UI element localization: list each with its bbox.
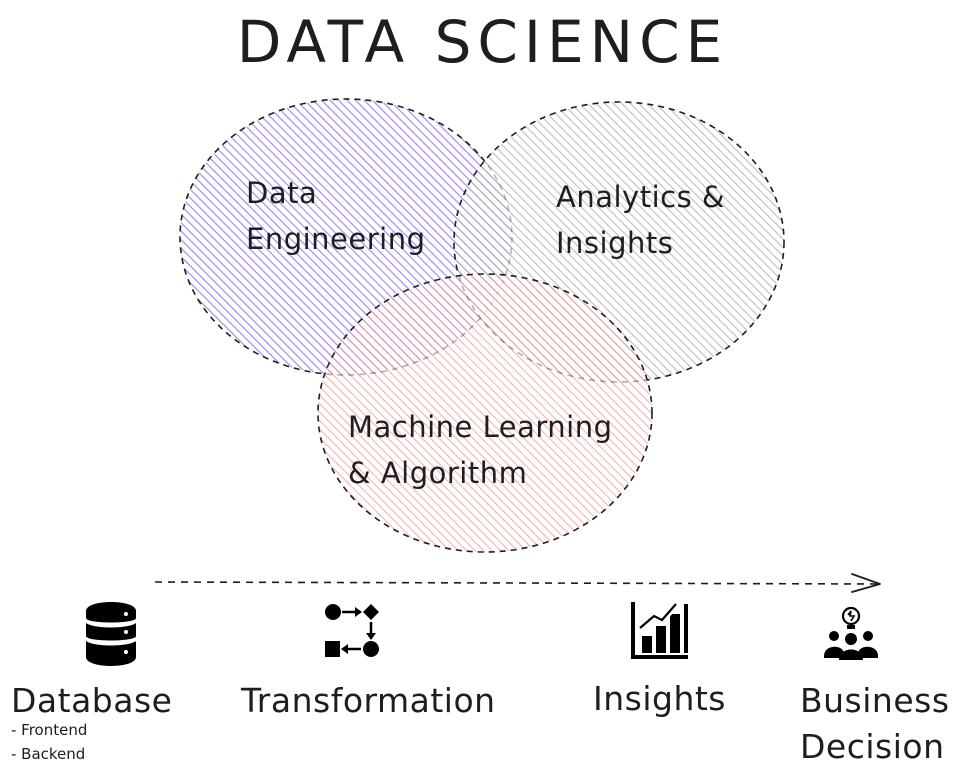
venn-diagram <box>179 98 785 553</box>
step-label-insights: Insights <box>593 679 727 718</box>
step-label-transformation: Transformation <box>241 681 496 720</box>
step-label-line: Business <box>800 681 950 720</box>
pipeline-arrow <box>154 573 881 593</box>
venn-label-analytics-insights: Analytics & Insights <box>556 174 725 266</box>
venn-label-line: Insights <box>556 226 674 260</box>
team-idea-icon <box>824 606 878 660</box>
step-label-database: Database <box>11 681 173 720</box>
venn-label-line: Data <box>246 176 318 210</box>
venn-label-line: Machine Learning <box>348 410 613 444</box>
database-icon <box>86 602 136 666</box>
step-label-business-decision: Business Decision <box>800 678 950 770</box>
venn-label-ml-algorithm: Machine Learning & Algorithm <box>348 404 613 496</box>
venn-label-line: & Algorithm <box>348 456 528 490</box>
venn-label-data-engineering: Data Engineering <box>246 170 426 262</box>
circle-ml-algorithm <box>317 273 653 553</box>
workflow-icon <box>325 604 379 657</box>
page-title: DATA SCIENCE <box>236 8 729 76</box>
venn-label-line: Engineering <box>246 222 426 256</box>
step-note-backend: - Backend <box>11 745 86 763</box>
step-label-line: Decision <box>800 727 945 766</box>
step-note-frontend: - Frontend <box>11 721 88 739</box>
bar-chart-icon <box>631 602 688 659</box>
venn-label-line: Analytics & <box>556 180 726 214</box>
